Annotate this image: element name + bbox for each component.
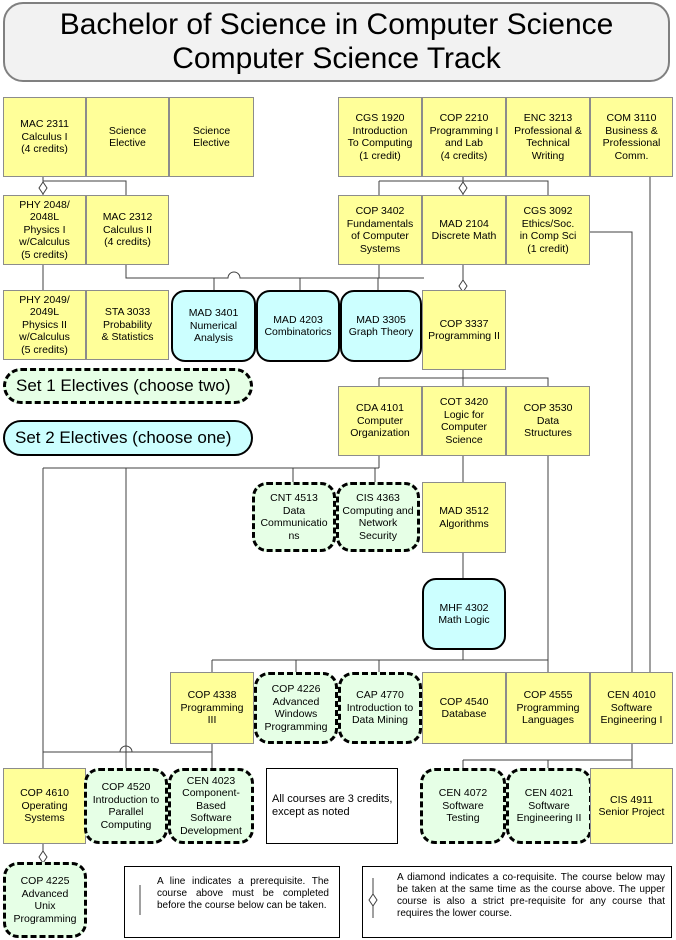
course-cop4226[interactable]: COP 4226 Advanced Windows Programming bbox=[254, 672, 338, 744]
note-corequisite-diamond: A diamond indicates a co-requisite. The … bbox=[362, 866, 672, 938]
course-cen4021[interactable]: CEN 4021 Software Engineering II bbox=[506, 768, 592, 844]
course-mac2311[interactable]: MAC 2311 Calculus I (4 credits) bbox=[3, 97, 86, 177]
course-enc3213[interactable]: ENC 3213 Professional & Technical Writin… bbox=[506, 97, 590, 177]
course-cop4520[interactable]: COP 4520 Introduction to Parallel Comput… bbox=[84, 768, 168, 844]
course-cop3530[interactable]: COP 3530 Data Structures bbox=[506, 386, 590, 456]
note-credits-text: All courses are 3 credits, except as not… bbox=[272, 793, 393, 818]
note-credits: All courses are 3 credits, except as not… bbox=[266, 768, 398, 844]
course-com3110[interactable]: COM 3110 Business & Professional Comm. bbox=[590, 97, 673, 177]
course-mac2312[interactable]: MAC 2312 Calculus II (4 credits) bbox=[86, 195, 169, 265]
course-cop4225[interactable]: COP 4225 Advanced Unix Programming bbox=[3, 862, 87, 938]
diagram-title: Bachelor of Science in Computer Science … bbox=[3, 2, 670, 82]
course-mad3305[interactable]: MAD 3305 Graph Theory bbox=[340, 290, 422, 362]
course-science-elective-2[interactable]: Science Elective bbox=[169, 97, 254, 177]
course-cgs3092[interactable]: CGS 3092 Ethics/Soc. in Comp Sci (1 cred… bbox=[506, 195, 590, 265]
title-line-1: Bachelor of Science in Computer Science bbox=[59, 8, 614, 41]
course-science-elective-1[interactable]: Science Elective bbox=[86, 97, 169, 177]
course-cen4072[interactable]: CEN 4072 Software Testing bbox=[420, 768, 506, 844]
legend-set2-electives: Set 2 Electives (choose one) bbox=[3, 420, 253, 456]
course-cis4911[interactable]: CIS 4911 Senior Project bbox=[590, 768, 673, 844]
course-sta3033[interactable]: STA 3033 Probability & Statistics bbox=[86, 290, 169, 360]
note-line-text: A line indicates a prerequisite. The cou… bbox=[157, 876, 329, 911]
legend-set1-electives: Set 1 Electives (choose two) bbox=[3, 368, 253, 404]
course-mhf4302[interactable]: MHF 4302 Math Logic bbox=[422, 578, 506, 650]
course-mad2104[interactable]: MAD 2104 Discrete Math bbox=[422, 195, 506, 265]
course-phy2049[interactable]: PHY 2049/ 2049L Physics II w/Calculus (5… bbox=[3, 290, 86, 360]
course-cis4363[interactable]: CIS 4363 Computing and Network Security bbox=[336, 482, 420, 552]
course-mad3512[interactable]: MAD 3512 Algorithms bbox=[422, 482, 506, 553]
course-cen4023[interactable]: CEN 4023 Component- Based Software Devel… bbox=[168, 768, 254, 844]
course-phy2048[interactable]: PHY 2048/ 2048L Physics I w/Calculus (5 … bbox=[3, 195, 86, 265]
note-diamond-text: A diamond indicates a co-requisite. The … bbox=[397, 872, 665, 919]
course-cop4555[interactable]: COP 4555 Programming Languages bbox=[506, 672, 590, 744]
course-cap4770[interactable]: CAP 4770 Introduction to Data Mining bbox=[338, 672, 422, 744]
course-cop4610[interactable]: COP 4610 Operating Systems bbox=[3, 768, 86, 844]
course-cop2210[interactable]: COP 2210 Programming I and Lab (4 credit… bbox=[422, 97, 506, 177]
course-cop3402[interactable]: COP 3402 Fundamentals of Computer System… bbox=[338, 195, 422, 265]
course-cen4010[interactable]: CEN 4010 Software Engineering I bbox=[590, 672, 673, 744]
course-cgs1920[interactable]: CGS 1920 Introduction To Computing (1 cr… bbox=[338, 97, 422, 177]
course-mad3401[interactable]: MAD 3401 Numerical Analysis bbox=[171, 290, 256, 362]
course-cop4540[interactable]: COP 4540 Database bbox=[422, 672, 506, 744]
course-mad4203[interactable]: MAD 4203 Combinatorics bbox=[256, 290, 340, 362]
course-cnt4513[interactable]: CNT 4513 Data Communicatio ns bbox=[252, 482, 336, 552]
course-cot3420[interactable]: COT 3420 Logic for Computer Science bbox=[422, 386, 506, 456]
course-cop3337[interactable]: COP 3337 Programming II bbox=[422, 290, 506, 370]
course-cop4338[interactable]: COP 4338 Programming III bbox=[170, 672, 254, 744]
title-line-2: Computer Science Track bbox=[172, 42, 501, 75]
course-cda4101[interactable]: CDA 4101 Computer Organization bbox=[338, 386, 422, 456]
note-prerequisite-line: A line indicates a prerequisite. The cou… bbox=[124, 866, 340, 938]
